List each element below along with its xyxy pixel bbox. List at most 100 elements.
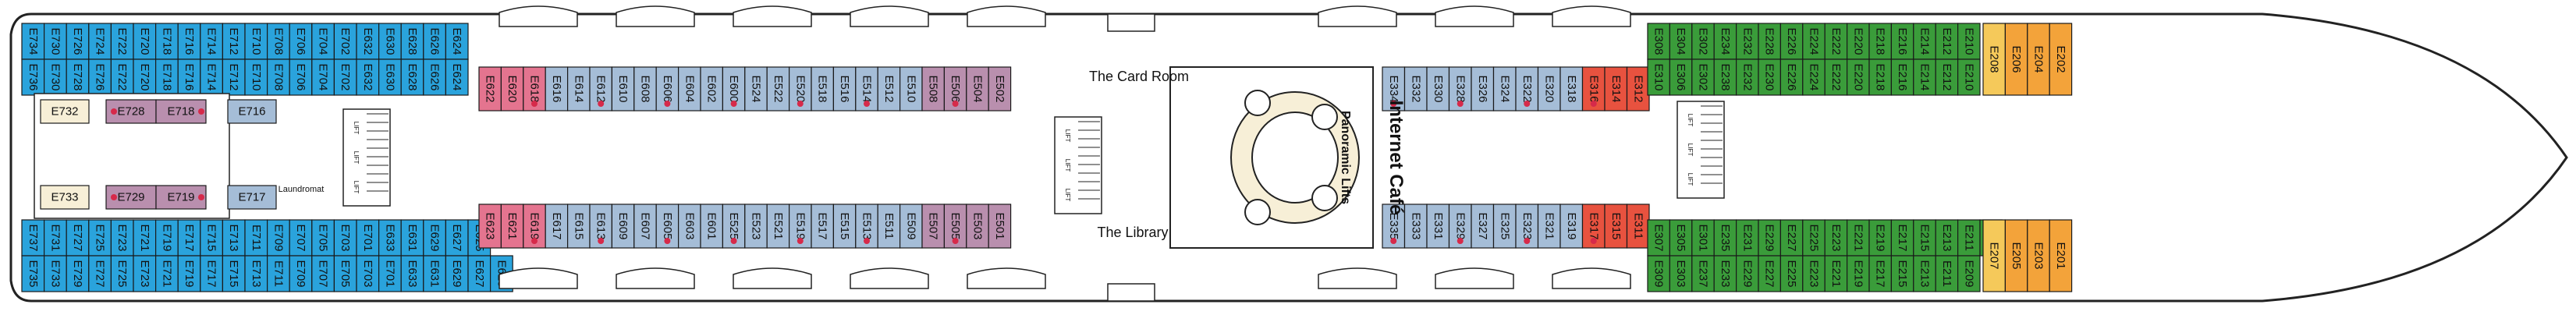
cabin[interactable]: E237 — [1691, 255, 1715, 292]
cabin[interactable]: E223 — [1824, 219, 1848, 257]
cabin[interactable]: E614 — [566, 66, 591, 111]
cabin[interactable]: E728 — [105, 99, 157, 124]
cabin[interactable]: E503 — [966, 204, 989, 249]
cabin[interactable]: E506 — [943, 66, 967, 111]
cabin[interactable]: E215 — [1913, 219, 1936, 257]
cabin[interactable]: E626 — [423, 23, 446, 60]
cabin[interactable]: E631 — [423, 255, 446, 292]
cabin[interactable]: E627 — [467, 255, 491, 292]
cabin[interactable]: E303 — [1669, 255, 1693, 292]
cabin[interactable]: E607 — [633, 204, 657, 249]
cabin[interactable]: E510 — [899, 66, 923, 111]
cabin[interactable]: E504 — [966, 66, 989, 111]
cabin[interactable]: E226 — [1779, 58, 1804, 96]
cabin[interactable]: E726 — [88, 58, 112, 96]
cabin[interactable]: E725 — [110, 255, 134, 292]
cabin[interactable]: E713 — [244, 255, 268, 292]
cabin[interactable]: E716 — [177, 58, 201, 96]
cabin[interactable]: E507 — [921, 204, 945, 249]
cabin[interactable]: E203 — [2027, 219, 2050, 292]
cabin[interactable]: E725 — [88, 219, 112, 257]
cabin[interactable]: E714 — [200, 58, 223, 96]
cabin[interactable]: E221 — [1824, 255, 1848, 292]
cabin[interactable]: E209 — [1957, 255, 1981, 292]
cabin[interactable]: E522 — [766, 66, 790, 111]
cabin[interactable]: E210 — [1957, 23, 1981, 60]
cabin[interactable]: E518 — [811, 66, 834, 111]
cabin[interactable]: E226 — [1779, 23, 1804, 60]
cabin[interactable]: E606 — [655, 66, 679, 111]
cabin[interactable]: E329 — [1448, 204, 1472, 249]
cabin[interactable]: E517 — [811, 204, 834, 249]
cabin[interactable]: E316 — [1581, 66, 1606, 111]
cabin[interactable]: E737 — [21, 219, 45, 257]
cabin[interactable]: E219 — [1847, 255, 1870, 292]
cabin[interactable]: E631 — [400, 219, 424, 257]
cabin[interactable]: E523 — [744, 204, 768, 249]
cabin[interactable]: E701 — [378, 255, 402, 292]
cabin[interactable]: E621 — [500, 204, 524, 249]
cabin[interactable]: E721 — [133, 219, 157, 257]
cabin[interactable]: E227 — [1758, 255, 1781, 292]
cabin[interactable]: E627 — [445, 219, 469, 257]
cabin[interactable]: E204 — [2027, 23, 2050, 96]
cabin[interactable]: E615 — [566, 204, 591, 249]
cabin[interactable]: E509 — [899, 204, 923, 249]
cabin[interactable]: E632 — [356, 58, 380, 96]
cabin[interactable]: E232 — [1736, 58, 1759, 96]
cabin[interactable]: E324 — [1492, 66, 1517, 111]
cabin[interactable]: E616 — [545, 66, 569, 111]
cabin[interactable]: E716 — [177, 23, 201, 60]
cabin[interactable]: E706 — [289, 58, 313, 96]
cabin[interactable]: E710 — [244, 23, 268, 60]
cabin[interactable]: E735 — [21, 255, 45, 292]
cabin[interactable]: E736 — [21, 58, 45, 96]
cabin[interactable]: E711 — [267, 255, 290, 292]
cabin[interactable]: E312 — [1626, 66, 1650, 111]
cabin[interactable]: E600 — [722, 66, 746, 111]
cabin[interactable]: E602 — [700, 66, 723, 111]
cabin[interactable]: E610 — [611, 66, 635, 111]
cabin[interactable]: E617 — [545, 204, 569, 249]
cabin[interactable]: E305 — [1669, 219, 1693, 257]
cabin[interactable]: E310 — [1647, 58, 1670, 96]
cabin[interactable]: E719 — [155, 219, 179, 257]
cabin[interactable]: E224 — [1802, 23, 1826, 60]
cabin[interactable]: E325 — [1492, 204, 1517, 249]
cabin[interactable]: E705 — [311, 219, 335, 257]
cabin[interactable]: E730 — [43, 58, 67, 96]
cabin[interactable]: E514 — [855, 66, 878, 111]
cabin[interactable]: E218 — [1868, 23, 1892, 60]
cabin[interactable]: E701 — [356, 219, 380, 257]
cabin[interactable]: E207 — [1982, 219, 2006, 292]
cabin[interactable]: E210 — [1957, 58, 1981, 96]
cabin[interactable]: E206 — [2004, 23, 2028, 96]
cabin[interactable]: E519 — [788, 204, 812, 249]
cabin[interactable]: E524 — [744, 66, 768, 111]
cabin[interactable]: E715 — [200, 219, 223, 257]
cabin[interactable]: E234 — [1713, 23, 1737, 60]
cabin[interactable]: E202 — [2049, 23, 2073, 96]
cabin[interactable]: E709 — [267, 219, 290, 257]
cabin[interactable]: E711 — [244, 219, 268, 257]
cabin[interactable]: E220 — [1847, 23, 1870, 60]
cabin[interactable]: E712 — [222, 58, 246, 96]
cabin[interactable]: E702 — [333, 23, 357, 60]
cabin[interactable]: E628 — [400, 58, 424, 96]
cabin[interactable]: E717 — [177, 219, 201, 257]
cabin[interactable]: E719 — [155, 185, 207, 210]
cabin[interactable]: E626 — [423, 58, 446, 96]
cabin[interactable]: E612 — [589, 66, 612, 111]
cabin[interactable]: E720 — [133, 58, 157, 96]
cabin[interactable]: E328 — [1448, 66, 1472, 111]
cabin[interactable]: E633 — [400, 255, 424, 292]
cabin[interactable]: E730 — [43, 23, 67, 60]
cabin[interactable]: E724 — [88, 23, 112, 60]
cabin[interactable]: E216 — [1890, 23, 1914, 60]
cabin[interactable]: E629 — [445, 255, 469, 292]
cabin[interactable]: E326 — [1471, 66, 1495, 111]
cabin[interactable]: E718 — [155, 58, 179, 96]
cabin[interactable]: E327 — [1471, 204, 1495, 249]
cabin[interactable]: E715 — [222, 255, 246, 292]
cabin[interactable]: E609 — [611, 204, 635, 249]
